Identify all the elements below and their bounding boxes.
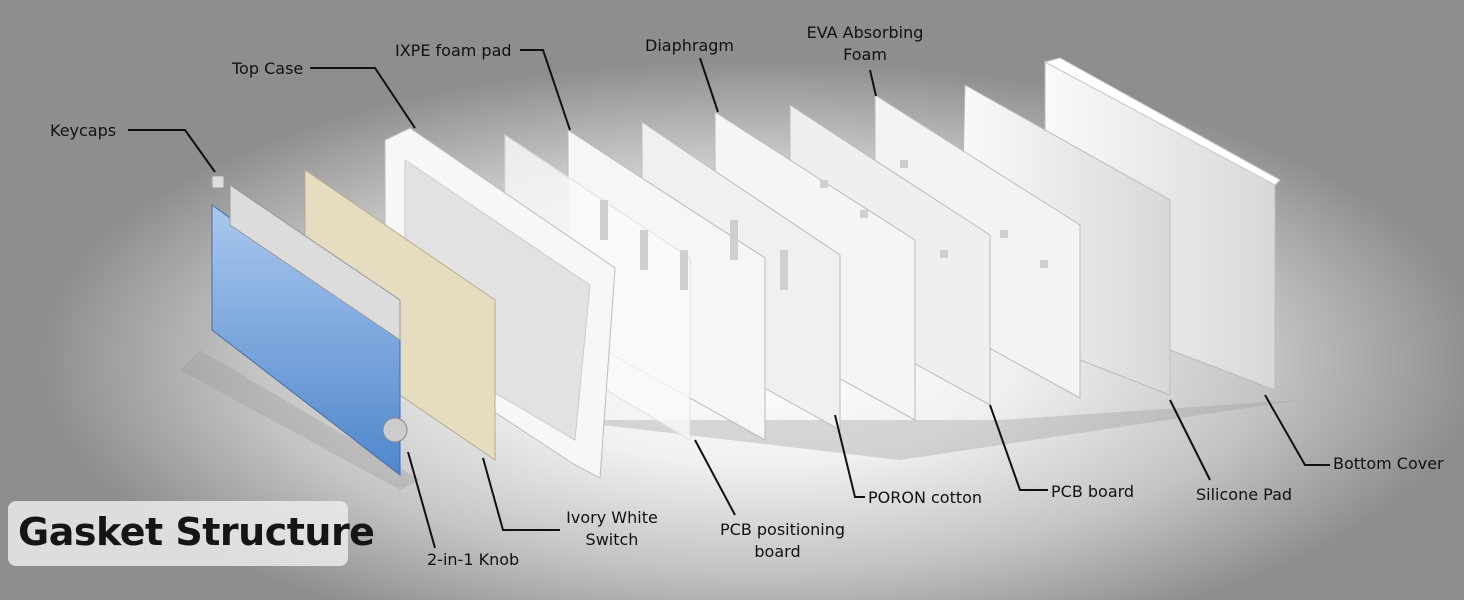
diagram-title: Gasket Structure	[18, 510, 375, 554]
leader-lines	[128, 49, 1330, 549]
label-diaphragm: Diaphragm	[645, 36, 734, 55]
label-poron: PORON cotton	[868, 488, 983, 507]
label-pcb-positioning: PCB positioning board	[720, 519, 845, 563]
label-knob: 2-in-1 Knob	[427, 550, 520, 569]
label-eva-line1: EVA Absorbing	[806, 23, 924, 42]
label-pcb-pos-line2: board	[754, 542, 801, 561]
label-bottom-cover: Bottom Cover	[1333, 454, 1444, 473]
label-keycaps: Keycaps	[50, 121, 117, 140]
label-switch-line2: Switch	[585, 530, 639, 549]
knob	[382, 417, 408, 443]
label-eva: EVA Absorbing Foam	[802, 22, 928, 66]
label-pcb: PCB board	[1051, 482, 1135, 501]
plate-cutouts	[600, 160, 1048, 290]
top-case	[384, 127, 616, 479]
title-box	[8, 501, 348, 566]
label-switch-line1: Ivory White	[566, 508, 658, 527]
shadows	[180, 350, 1300, 490]
label-ixpe: IXPE foam pad	[395, 41, 512, 60]
keycaps	[211, 175, 401, 477]
label-silicone: Silicone Pad	[1196, 485, 1293, 504]
label-eva-line2: Foam	[843, 45, 887, 64]
label-switch: Ivory White Switch	[562, 507, 662, 551]
label-pcb-pos-line1: PCB positioning	[720, 520, 845, 539]
label-top-case: Top Case	[232, 59, 304, 78]
